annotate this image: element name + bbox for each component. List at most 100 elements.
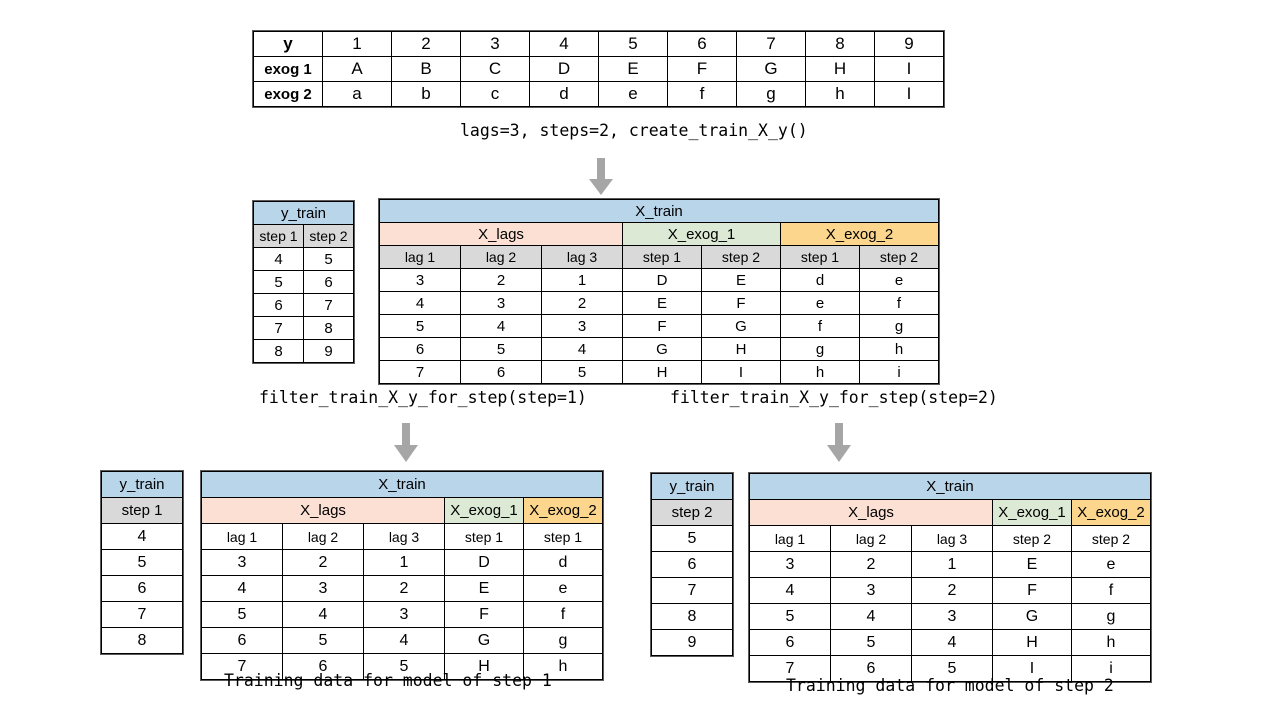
table-row: 3 2 1 D E d e [379, 268, 939, 292]
table-row: 9 [651, 629, 733, 656]
cell: 4 [911, 629, 993, 656]
cell: e [1071, 551, 1151, 578]
table-row: exog 2 a b c d e f g h I [253, 81, 944, 107]
cell: 5 [749, 603, 831, 630]
column-header: step 1 [444, 523, 524, 550]
table-header-row: lag 1 lag 2 lag 3 step 1 step 1 [201, 523, 603, 550]
table-header-row: lag 1 lag 2 lag 3 step 2 step 2 [749, 525, 1151, 552]
x-train-title: X_train [201, 471, 603, 498]
cell: 6 [101, 575, 183, 602]
column-header: step 2 [651, 499, 733, 526]
bottom-right-x-train-table: X_train X_lags X_exog_1 X_exog_2 lag 1 l… [748, 472, 1152, 683]
cell: 4 [379, 291, 461, 315]
table-row: 8 [651, 603, 733, 630]
cell: 5 [303, 247, 354, 271]
exog1-cell: F [667, 56, 737, 82]
cell: 4 [460, 314, 542, 338]
cell: 6 [379, 337, 461, 361]
cell: 4 [282, 601, 364, 628]
column-header: lag 2 [830, 525, 912, 552]
table-row: 3 2 1 E e [749, 551, 1151, 578]
row-label-exog1: exog 1 [253, 56, 323, 82]
middle-y-train-table: y_train step 1 step 2 4 5 5 6 6 7 7 8 [252, 200, 355, 364]
row-label-y: y [253, 31, 323, 57]
column-header: lag 3 [911, 525, 993, 552]
table-row: 4 3 2 F f [749, 577, 1151, 604]
column-header: step 2 [992, 525, 1072, 552]
down-arrow-icon [393, 423, 419, 463]
table-header-row: X_train [749, 473, 1151, 500]
exog2-cell: g [736, 81, 806, 107]
y-train-title: y_train [101, 471, 183, 498]
cell: F [622, 314, 702, 338]
table-header-row: X_lags X_exog_1 X_exog_2 [749, 499, 1151, 526]
table-header-row: X_train [201, 471, 603, 498]
cell: G [701, 314, 781, 338]
table-row: 7 [651, 577, 733, 604]
cell: 3 [201, 549, 283, 576]
exog2-cell: a [322, 81, 392, 107]
table-header-row: lag 1 lag 2 lag 3 step 1 step 2 step 1 s… [379, 245, 939, 269]
cell: 2 [363, 575, 445, 602]
cell: i [859, 360, 939, 384]
cell: 4 [253, 247, 304, 271]
group-header-x-exog-1: X_exog_1 [992, 499, 1072, 526]
column-header: lag 1 [201, 523, 283, 550]
down-arrow-icon [588, 158, 614, 196]
table-header-row: X_train [379, 199, 939, 223]
table-header-row: y_train [651, 473, 733, 500]
group-header-x-exog-1: X_exog_1 [444, 497, 524, 524]
cell: 3 [379, 268, 461, 292]
cell: 2 [541, 291, 623, 315]
table-row: 6 [101, 575, 183, 602]
cell: 8 [651, 603, 733, 630]
cell: 4 [101, 523, 183, 550]
y-cell: 3 [460, 31, 530, 57]
cell: H [622, 360, 702, 384]
table-header-row: step 1 [101, 497, 183, 524]
exog1-cell: I [874, 56, 944, 82]
table-row: 4 3 2 E e [201, 575, 603, 602]
table-row: 5 4 3 G g [749, 603, 1151, 630]
group-header-x-exog-2: X_exog_2 [1071, 499, 1151, 526]
cell: 6 [749, 629, 831, 656]
column-header: step 1 [101, 497, 183, 524]
cell: G [444, 627, 524, 654]
cell: 6 [303, 270, 354, 294]
cell: G [622, 337, 702, 361]
table-header-row: y_train [101, 471, 183, 498]
cell: F [992, 577, 1072, 604]
group-header-x-exog-1: X_exog_1 [622, 222, 781, 246]
table-row: 6 7 [253, 293, 354, 317]
cell: f [523, 601, 603, 628]
cell: 4 [201, 575, 283, 602]
group-header-x-lags: X_lags [379, 222, 623, 246]
cell: E [701, 268, 781, 292]
caption-create-train: lags=3, steps=2, create_train_X_y() [460, 121, 808, 140]
table-row: 4 3 2 E F e f [379, 291, 939, 315]
cell: h [780, 360, 860, 384]
cell: F [701, 291, 781, 315]
table-row: 5 4 3 F G f g [379, 314, 939, 338]
table-row: 3 2 1 D d [201, 549, 603, 576]
cell: E [622, 291, 702, 315]
y-cell: 7 [736, 31, 806, 57]
cell: f [859, 291, 939, 315]
column-header: lag 2 [282, 523, 364, 550]
source-data-table: y 1 2 3 4 5 6 7 8 9 exog 1 A B C D E F G… [252, 30, 945, 108]
table-row: 7 6 5 H I h i [379, 360, 939, 384]
cell: 7 [303, 293, 354, 317]
cell: 7 [101, 601, 183, 628]
table-row: 7 8 [253, 316, 354, 340]
cell: 8 [303, 316, 354, 340]
cell: 1 [363, 549, 445, 576]
cell: 5 [253, 270, 304, 294]
column-header: step 1 [780, 245, 860, 269]
table-row: 4 5 [253, 247, 354, 271]
cell: 5 [201, 601, 283, 628]
cell: 3 [541, 314, 623, 338]
y-cell: 4 [529, 31, 599, 57]
cell: I [701, 360, 781, 384]
cell: 1 [911, 551, 993, 578]
column-header: step 2 [303, 224, 354, 248]
